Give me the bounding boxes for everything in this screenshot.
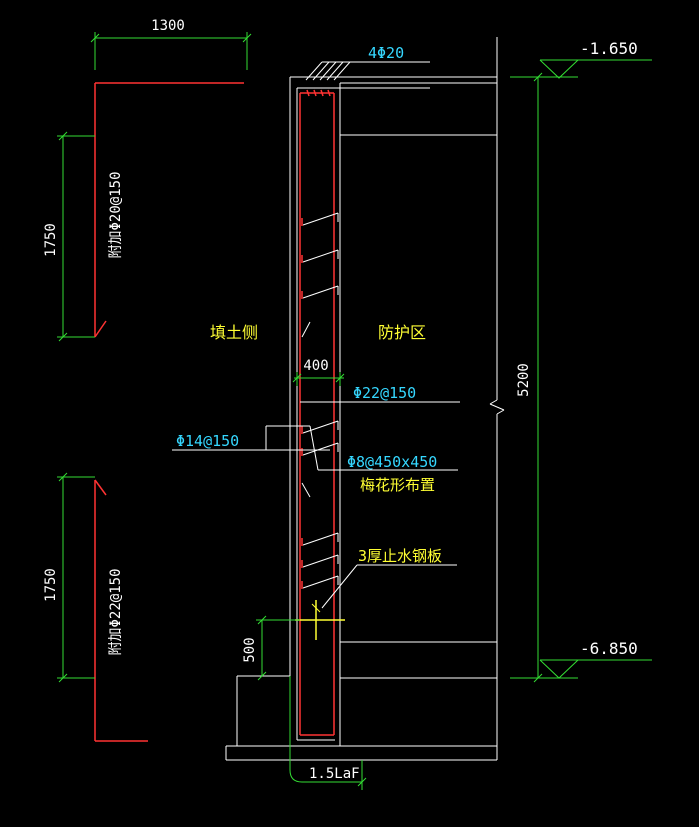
horizontal-rebar-label: Φ22@150 [353,384,416,402]
annotation-leaders [172,401,460,609]
total-height-dimension [510,72,578,683]
wall-thickness-dimension [292,372,345,386]
tie-arrangement-label: 梅花形布置 [360,476,435,494]
fill-side-label: 填土侧 [210,323,258,342]
protected-side-label: 防护区 [378,323,426,342]
upper-added-rebar [94,82,244,338]
distribution-rebar-label: Φ14@150 [176,432,239,450]
waterstop-label: 3厚止水钢板 [358,547,442,565]
top-elevation-label: -1.650 [580,39,638,58]
bottom-elevation-label: -6.850 [580,639,638,658]
lower-ties [302,532,339,589]
plate-offset-label: 500 [242,637,258,662]
middle-ties [301,420,339,498]
top-width-dimension [90,32,252,70]
top-bar-sections [306,89,331,97]
waterstop-plate [295,600,345,640]
top-bar-hatch [305,61,430,81]
top-elevation-marker [539,59,652,79]
wall-main-rebar [299,92,335,736]
upper-ties [301,212,339,338]
upper-added-rebar-label: 附加Φ20@150 [108,171,124,258]
lower-height-label: 1750 [43,568,59,602]
total-height-label: 5200 [516,363,532,397]
plate-offset-dimension [256,615,300,681]
bottom-elevation-marker [539,659,652,679]
upper-height-dimension [57,131,95,342]
lower-added-rebar-label: 附加Φ22@150 [108,568,124,655]
lower-height-dimension [57,472,95,683]
wall-outline [225,37,505,761]
top-width-label: 1300 [151,18,185,34]
tie-rebar-label: Φ8@450x450 [347,453,437,471]
anchorage-dimension [289,676,367,790]
wall-thickness-label: 400 [303,358,328,374]
lower-added-rebar [94,479,148,742]
anchorage-label: 1.5LaF [309,766,360,782]
top-bars-label: 4Φ20 [368,44,404,62]
upper-height-label: 1750 [43,223,59,257]
